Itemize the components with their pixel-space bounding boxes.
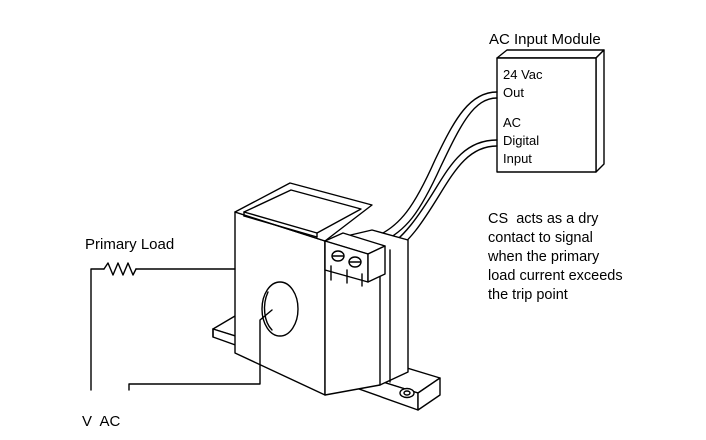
wire-24vac-out-2 (375, 97, 498, 245)
module-input-label-line2: Digital (503, 133, 539, 148)
note-line-4: load current exceeds (488, 268, 623, 284)
signal-wires (371, 91, 498, 257)
supply-wire-left (90, 268, 105, 391)
cs-terminal-block-side (367, 245, 386, 283)
module-out-label-line2: Out (503, 85, 524, 100)
labels: AC Input Module 24 Vac Out AC Digital In… (82, 31, 623, 430)
module-input-label-line1: AC (503, 115, 521, 130)
primary-conductor-return (128, 309, 273, 391)
primary-load-circuit (90, 262, 273, 391)
module-title: AC Input Module (489, 31, 601, 48)
primary-load-label: Primary Load (85, 236, 174, 253)
note-line-2: contact to signal (488, 230, 593, 246)
ac-input-module (496, 49, 605, 173)
note-line-5: the trip point (488, 287, 568, 303)
cs-base-flange-end (417, 377, 441, 411)
module-out-label-line1: 24 Vac (503, 67, 543, 82)
current-switch (212, 182, 441, 411)
note-line-3: when the primary (487, 249, 600, 265)
module-top-face (496, 49, 605, 59)
cs-top-label-recess (243, 189, 362, 234)
module-side-face (595, 49, 605, 173)
cs-recess-lip (243, 215, 318, 238)
cs-aperture-inner (263, 291, 273, 331)
supply-label: V AC (82, 413, 121, 430)
cs-mounting-hole (399, 387, 415, 399)
wire-24vac-out (371, 91, 498, 239)
primary-load-resistor-icon (103, 262, 137, 276)
module-front-face (496, 57, 597, 173)
note-line-1: CS acts as a dry (488, 211, 599, 227)
module-input-label-line3: Input (503, 151, 532, 166)
cs-mounting-hole-inner (403, 390, 411, 396)
cs-aperture (261, 281, 299, 337)
